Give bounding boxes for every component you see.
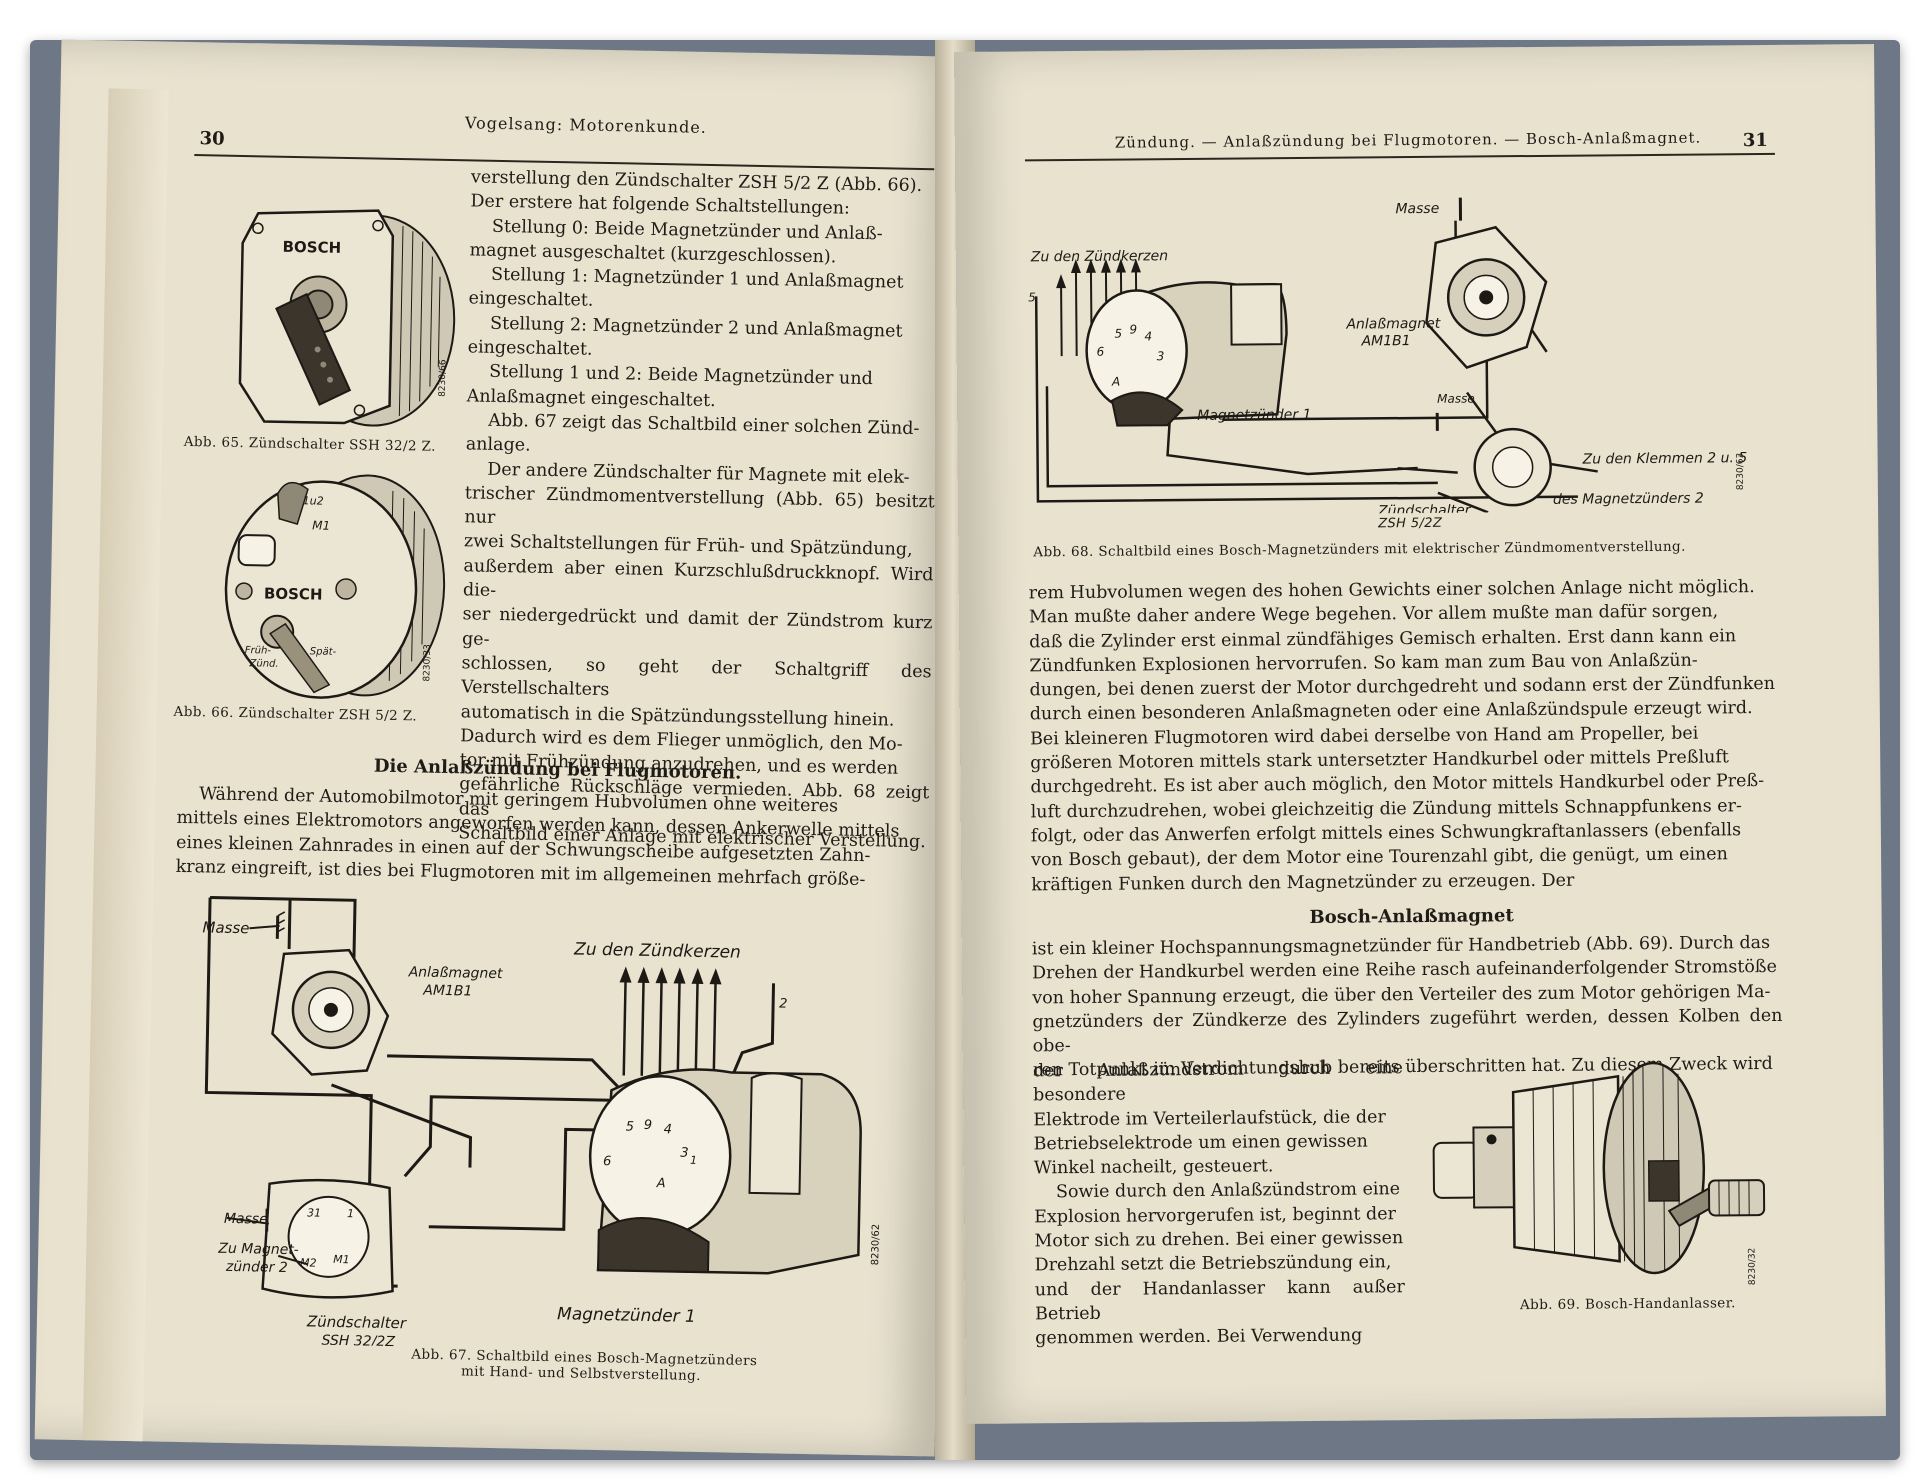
fig68-label-anlass-2: AM1B1 xyxy=(1361,333,1411,349)
text-line: Sowie durch den Anlaßzündstrom eine xyxy=(1055,1179,1401,1203)
text-line: Winkel nacheilt, gesteuert. xyxy=(1033,1156,1274,1179)
fig67-label-schalter-2: SSH 32/2Z xyxy=(321,1333,395,1350)
text-line: und der Handanlasser kann außer Betrieb xyxy=(1034,1276,1405,1325)
fig65-brand: BOSCH xyxy=(282,238,341,257)
fig67-label-2: 2 xyxy=(779,996,788,1011)
fig67-terminal-1: 1 xyxy=(347,1207,354,1220)
fig67-label-zu-magnet-1: Zu Magnet- xyxy=(217,1241,299,1259)
fig69-code: 8230/32 xyxy=(1747,1248,1757,1285)
fig67-label-a: A xyxy=(656,1176,666,1191)
right-section-heading: Bosch-Anlaßmagnet xyxy=(1309,905,1514,928)
left-page-number: 30 xyxy=(199,128,225,150)
right-page-number: 31 xyxy=(1742,129,1768,152)
left-text-column: verstellung den Zündschalter ZSH 5/2 Z (… xyxy=(458,165,941,854)
right-paragraph-1: rem Hubvolumen wegen des hohen Gewichts … xyxy=(1029,575,1782,897)
fig66-code: 8230/33 xyxy=(422,644,433,682)
text-line: Drehzahl setzt die Betriebszündung ein, xyxy=(1034,1252,1392,1276)
fig68-label-schalter-2: ZSH 5/2Z xyxy=(1378,515,1443,532)
fig67-label-3: 3 xyxy=(680,1146,689,1161)
fig67-label-zu-magnet-2: zünder 2 xyxy=(225,1259,288,1276)
fig66-switch-illustration: 1u2 M1 BOSCH Früh- Zünd. Spät- 8230/33 xyxy=(224,474,446,699)
left-running-head: Vogelsang: Motorenkunde. xyxy=(464,113,708,137)
fig69-caption: Abb. 69. Bosch-Handanlasser. xyxy=(1519,1295,1736,1314)
fig67-label-4: 4 xyxy=(664,1122,673,1137)
fig67-label-5: 5 xyxy=(626,1120,635,1135)
fig67-label-6: 6 xyxy=(603,1154,612,1169)
fig68-label-klemmen: Zu den Klemmen 2 u. 5 xyxy=(1582,450,1748,467)
fig66-label-m1: M1 xyxy=(312,518,330,532)
fig65-code: 8230/66 xyxy=(438,359,449,397)
fig67-terminal-m2: M2 xyxy=(300,1256,317,1269)
left-page: 30 Vogelsang: Motorenkunde. BOSCH 8230/6… xyxy=(34,39,962,1457)
text-line: Elektrode im Verteilerlaufstück, die der xyxy=(1033,1106,1386,1130)
text-line: Explosion hervorgerufen ist, beginnt der xyxy=(1034,1204,1397,1228)
fig68-label-magnetzuender: Magnetzünder 1 xyxy=(1197,407,1311,424)
fig66-label-zuend: Zünd. xyxy=(248,658,278,670)
fig68-label-masse-2: Masse xyxy=(1437,392,1475,406)
fig67-label-magnetzuender: Magnetzünder 1 xyxy=(557,1304,696,1327)
text-line: Betriebselektrode um einen gewissen xyxy=(1033,1131,1368,1155)
fig68-label-5: 5 xyxy=(1028,290,1036,304)
fig67-label-9: 9 xyxy=(644,1118,653,1133)
fig67-label-1: 1 xyxy=(690,1154,697,1167)
fig67-label-schalter-1: Zündschalter xyxy=(306,1312,407,1332)
text-line: Motor sich zu drehen. Bei einer gewissen xyxy=(1034,1228,1404,1252)
text-line: der Anlaßzündstrom durch eine besondere xyxy=(1032,1058,1404,1106)
fig68-label-5b: 5 xyxy=(1114,327,1122,341)
fig68-label-des: des Magnetzünders 2 xyxy=(1553,491,1704,508)
fig66-label-spaet: Spät- xyxy=(310,646,337,658)
fig67-label-anlass-1: Anlaßmagnet xyxy=(408,964,504,982)
fig69-hand-starter-illustration: 8230/32 xyxy=(1432,1061,1766,1285)
fig68-label-anlass-1: Anlaßmagnet xyxy=(1345,316,1440,333)
fig68-code: 8230/63 xyxy=(1736,453,1746,490)
text-line: genommen werden. Bei Verwendung xyxy=(1035,1325,1363,1349)
fig68-label-3: 3 xyxy=(1157,349,1165,363)
fig67-wiring-diagram: Masse Anlaßmagnet AM1B1 Zu den Zündkerze… xyxy=(202,896,882,1350)
fig66-label-frueh: Früh- xyxy=(245,645,272,657)
right-paragraph-3: der Anlaßzündstrom durch eine besondere … xyxy=(1033,1056,1406,1351)
fig68-label-schalter-1: Zündschalter xyxy=(1377,503,1472,517)
right-running-head: Zündung. — Anlaßzündung bei Flugmotoren.… xyxy=(1114,128,1702,152)
fig68-caption: Abb. 68. Schaltbild eines Bosch-Magnetzü… xyxy=(1033,538,1686,561)
fig67-code: 8230/62 xyxy=(870,1224,882,1266)
fig67-label-masse-1: Masse xyxy=(202,918,249,937)
fig67-label-masse-2: Masse xyxy=(224,1211,268,1228)
fig68-wiring-diagram: Zu den Zündkerzen 5 2 xyxy=(1028,197,1748,517)
right-head-rule xyxy=(1024,152,1775,162)
fig65-caption: Abb. 65. Zündschalter SSH 32/2 Z. xyxy=(183,433,436,455)
fig67-label-kerzen: Zu den Zündkerzen xyxy=(573,939,741,962)
left-paragraph-2: Während der Automobilmotor mit geringem … xyxy=(175,782,929,894)
fig66-label-1u2: 1u2 xyxy=(303,494,324,507)
fig67-label-anlass-2: AM1B1 xyxy=(422,983,472,1000)
fig68-label-6: 6 xyxy=(1097,345,1105,359)
fig68-label-kerzen: Zu den Zündkerzen xyxy=(1030,248,1168,265)
fig65-switch-illustration: BOSCH 8230/66 xyxy=(238,209,456,427)
fig68-label-4: 4 xyxy=(1144,329,1152,343)
fig66-brand: BOSCH xyxy=(264,584,323,603)
right-page: Zündung. — Anlaßzündung bei Flugmotoren.… xyxy=(954,44,1886,1424)
fig66-caption: Abb. 66. Zündschalter ZSH 5/2 Z. xyxy=(173,703,418,725)
fig67-terminal-31: 31 xyxy=(307,1206,321,1219)
text-line: schlossen, so geht der Schaltgriff des V… xyxy=(460,653,932,701)
fig67-terminal-m1: M1 xyxy=(333,1253,350,1266)
fig68-label-masse-1: Masse xyxy=(1395,201,1439,217)
fig68-label-9: 9 xyxy=(1129,322,1137,336)
fig68-label-a: A xyxy=(1111,375,1120,389)
page-edge xyxy=(81,88,169,1457)
